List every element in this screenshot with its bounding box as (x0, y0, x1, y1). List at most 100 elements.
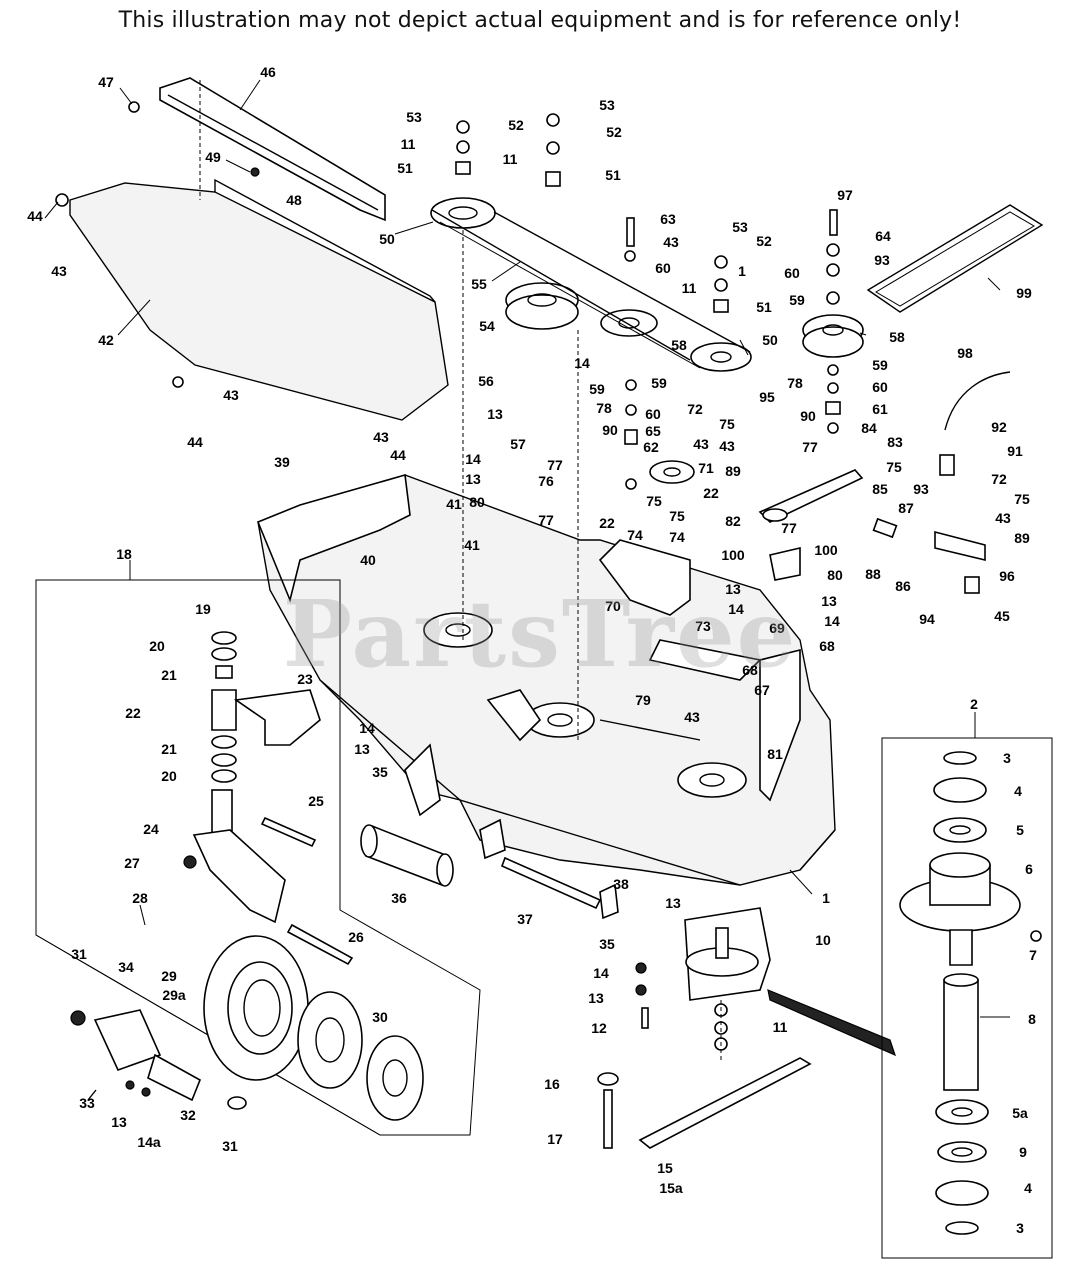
callout-label: 62 (643, 439, 659, 455)
callout-label: 11 (503, 151, 518, 167)
callout-label: 55 (471, 276, 487, 292)
callout-label: 52 (756, 233, 772, 249)
callout-label: 22 (125, 705, 141, 721)
callout-label: 74 (627, 527, 643, 543)
callout-label: 3 (1003, 750, 1011, 766)
callout-label: 10 (815, 932, 831, 948)
callout-label: 45 (994, 608, 1010, 624)
callout-label: 90 (800, 408, 816, 424)
callout-label: 80 (827, 567, 843, 583)
callout-label: 29 (161, 968, 177, 984)
callout-label: 48 (286, 192, 302, 208)
callout-label: 43 (223, 387, 239, 403)
callout-label: 27 (124, 855, 140, 871)
callout-label: 75 (646, 493, 662, 509)
callout-label: 90 (602, 422, 618, 438)
callout-label: 28 (132, 890, 148, 906)
hardware-stacks (55, 101, 841, 490)
callout-label: 67 (754, 682, 770, 698)
callout-label: 60 (645, 406, 661, 422)
callout-label: 91 (1007, 443, 1023, 459)
callout-label: 93 (913, 481, 929, 497)
callout-label: 13 (111, 1114, 127, 1130)
callout-label: 59 (589, 381, 605, 397)
callout-label: 35 (599, 936, 615, 952)
callout-label: 19 (195, 601, 211, 617)
callout-label: 43 (373, 429, 389, 445)
callout-label: 60 (655, 260, 671, 276)
callout-label: 13 (354, 741, 370, 757)
callout-label: 77 (802, 439, 818, 455)
callout-label: 43 (51, 263, 67, 279)
callout-label: 92 (991, 419, 1007, 435)
callout-label: 14 (574, 355, 590, 371)
callout-label: 14 (824, 613, 840, 629)
callout-label: 21 (161, 667, 177, 683)
callout-label: 53 (406, 109, 422, 125)
callout-label: 20 (149, 638, 165, 654)
callout-label: 50 (379, 231, 395, 247)
callout-label: 7 (1029, 947, 1037, 963)
callout-label: 82 (725, 513, 741, 529)
spindle-and-blade (597, 907, 896, 1149)
callout-label: 5a (1012, 1105, 1028, 1121)
disclaimer-text: This illustration may not depict actual … (118, 8, 962, 33)
callout-label: 77 (538, 512, 554, 528)
callout-label: 89 (725, 463, 741, 479)
callout-label: 70 (605, 598, 621, 614)
callout-label: 99 (1016, 285, 1032, 301)
drive-belt-and-pulleys (430, 197, 1044, 372)
callout-label: 61 (872, 401, 888, 417)
callout-label: 56 (478, 373, 494, 389)
callout-label: 78 (596, 400, 612, 416)
callout-label: 1 (738, 263, 746, 279)
callout-label: 13 (487, 406, 503, 422)
callout-label: 2 (970, 696, 978, 712)
callout-label: 43 (719, 438, 735, 454)
callout-label: 21 (161, 741, 177, 757)
callout-label: 72 (687, 401, 703, 417)
callout-label: 51 (397, 160, 413, 176)
callout-label: 51 (756, 299, 772, 315)
callout-label: 53 (732, 219, 748, 235)
callout-label: 18 (116, 546, 132, 562)
callout-label: 44 (27, 208, 43, 224)
callout-label: 12 (591, 1020, 607, 1036)
callout-label: 100 (721, 547, 745, 563)
callout-label: 77 (547, 457, 563, 473)
callout-label: 81 (767, 746, 783, 762)
callout-label: 89 (1014, 530, 1030, 546)
idler-arm-assembly (758, 371, 1011, 594)
callout-label: 68 (819, 638, 835, 654)
callout-label: 25 (308, 793, 324, 809)
callout-label: 94 (919, 611, 935, 627)
callout-label: 43 (995, 510, 1011, 526)
callout-label: 73 (695, 618, 711, 634)
callout-label: 9 (1019, 1144, 1027, 1160)
caster-wheel-group (35, 579, 481, 1136)
callout-label: 93 (874, 252, 890, 268)
callout-label: 14 (593, 965, 609, 981)
callout-label: 4 (1024, 1180, 1032, 1196)
callout-label: 29a (162, 987, 186, 1003)
callout-label: 72 (991, 471, 1007, 487)
callout-label: 42 (98, 332, 114, 348)
callout-label: 57 (510, 436, 526, 452)
callout-label: 14 (359, 720, 375, 736)
callout-label: 15 (657, 1160, 673, 1176)
callout-label: 4 (1014, 783, 1022, 799)
callout-label: 32 (180, 1107, 196, 1123)
callout-label: 41 (446, 496, 462, 512)
callout-label: 58 (671, 337, 687, 353)
callout-label: 5 (1016, 822, 1024, 838)
callout-label: 49 (205, 149, 221, 165)
callout-label: 46 (260, 64, 276, 80)
callout-label: 6 (1025, 861, 1033, 877)
callout-label: 88 (865, 566, 881, 582)
callout-label: 59 (789, 292, 805, 308)
callout-label: 13 (465, 471, 481, 487)
callout-label: 74 (669, 529, 685, 545)
callout-label: 87 (898, 500, 914, 516)
